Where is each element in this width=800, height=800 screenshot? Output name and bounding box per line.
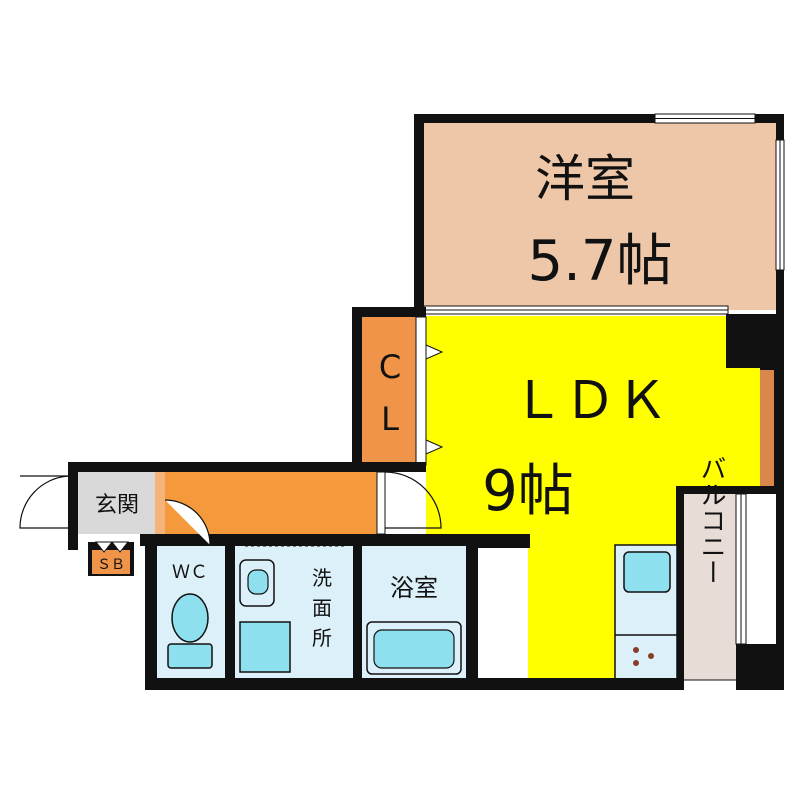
washroom-char-2: 面	[312, 596, 332, 620]
closet-door	[415, 316, 427, 466]
wall-cabinet	[760, 370, 774, 486]
entrance-name: 玄関	[95, 493, 139, 518]
balcony: バルコニー	[684, 455, 784, 690]
washing-machine-icon	[239, 621, 291, 673]
balcony-name: バルコニー	[696, 455, 726, 585]
entry-door-icon	[19, 475, 69, 529]
door-swing-icon	[164, 499, 211, 546]
door-frame	[376, 471, 386, 535]
ldk-name: ＬＤＫ	[512, 371, 668, 431]
column	[736, 644, 784, 690]
western-room-floor	[420, 122, 778, 310]
wall	[776, 494, 784, 644]
western-room-size: 5.7帖	[527, 229, 672, 294]
toilet-name: ＷＣ	[172, 562, 208, 583]
door-hinge-icon	[425, 344, 444, 360]
stove-burner-icon	[648, 653, 654, 659]
toilet-room: ＷＣ	[145, 534, 235, 690]
hallway-floor	[155, 472, 377, 534]
shoe-box	[92, 550, 130, 574]
basin-icon	[247, 569, 269, 595]
bathtub-icon	[373, 629, 455, 669]
bathroom: 浴室	[362, 536, 530, 690]
wall	[225, 534, 235, 690]
wall	[68, 462, 78, 550]
wall	[352, 307, 426, 317]
wall	[140, 534, 530, 546]
wall	[68, 462, 426, 472]
wall	[414, 114, 784, 123]
ldk-size: 9帖	[482, 459, 574, 524]
balcony-floor	[684, 494, 736, 680]
stove-burner-icon	[633, 647, 639, 653]
column	[726, 314, 784, 368]
wall	[352, 307, 362, 472]
shoe-box-label: ＳＢ	[97, 557, 125, 573]
wall	[145, 678, 684, 690]
sink-icon	[623, 551, 671, 593]
door-hinge-icon	[94, 541, 114, 553]
western-room: 洋室 5.7帖	[414, 113, 785, 315]
closet-l: L	[381, 400, 399, 438]
kitchen	[614, 544, 678, 681]
closet-floor	[362, 317, 416, 465]
toilet-icon	[171, 593, 209, 643]
door-hinge-icon	[425, 439, 444, 455]
entrance: 玄関 ＳＢ	[19, 462, 211, 576]
entrance-floor	[78, 472, 155, 534]
washroom-char-3: 所	[312, 626, 332, 650]
closet-c: C	[379, 348, 401, 386]
stove-burner-icon	[633, 660, 639, 666]
door-hinge-icon	[110, 541, 130, 553]
wall	[680, 486, 784, 494]
washroom: 洗 面 所	[235, 545, 378, 690]
wall	[353, 546, 362, 690]
door-swing-icon	[384, 471, 442, 529]
step	[155, 472, 165, 534]
western-room-name: 洋室	[535, 150, 635, 208]
wall	[414, 114, 424, 314]
wall	[676, 486, 684, 686]
toilet-tank-icon	[167, 643, 213, 669]
washroom-char-1: 洗	[312, 566, 332, 590]
wall	[145, 534, 157, 690]
bathroom-name: 浴室	[390, 574, 438, 602]
wall	[466, 546, 478, 690]
wall	[466, 536, 530, 548]
